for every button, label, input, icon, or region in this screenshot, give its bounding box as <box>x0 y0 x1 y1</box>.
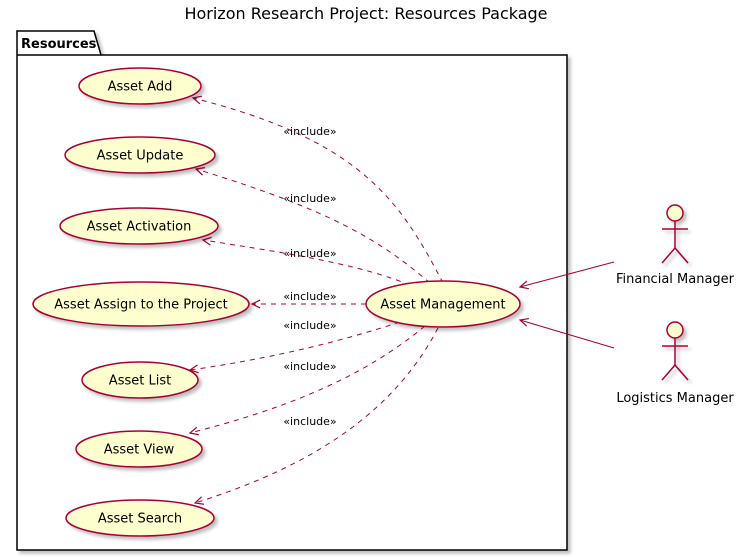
include-label: «include» <box>283 125 336 138</box>
package-label: Resources <box>21 37 97 52</box>
include-label: «include» <box>283 290 336 303</box>
diagram-title: Horizon Research Project: Resources Pack… <box>184 4 547 23</box>
include-label: «include» <box>283 247 336 260</box>
include-label: «include» <box>283 319 336 332</box>
include-edge-search: «include» <box>193 327 439 505</box>
arrowhead <box>191 95 202 105</box>
usecase-label: Asset Search <box>98 512 182 527</box>
arrowhead <box>201 236 212 246</box>
actor-figure-icon <box>661 321 689 381</box>
include-edge-add: «include» <box>191 95 444 284</box>
include-edge-update: «include» <box>194 167 431 284</box>
actor-label: Logistics Manager <box>616 391 734 406</box>
usecase-label: Asset List <box>109 374 171 389</box>
usecase-label: Asset View <box>104 443 175 458</box>
usecase-label: Asset Add <box>108 80 173 95</box>
usecase-search[interactable]: Asset Search <box>65 499 215 537</box>
include-label: «include» <box>283 360 336 373</box>
arrowhead <box>518 317 529 327</box>
association-line <box>519 319 615 349</box>
usecase-asset-management[interactable]: Asset Management <box>365 280 521 328</box>
usecase-label: Asset Management <box>380 298 505 313</box>
usecase-assign[interactable]: Asset Assign to the Project <box>32 281 250 327</box>
actor-logistics[interactable]: Logistics Manager <box>518 317 734 406</box>
usecase-list[interactable]: Asset List <box>81 361 199 399</box>
arrowhead <box>250 299 261 309</box>
usecase-activation[interactable]: Asset Activation <box>59 207 219 245</box>
actor-figure-icon <box>661 204 689 264</box>
usecase-update[interactable]: Asset Update <box>64 136 216 174</box>
include-edge-activation: «include» <box>201 236 411 286</box>
include-label: «include» <box>283 192 336 205</box>
arrowhead <box>194 167 205 176</box>
arrowhead <box>188 426 199 436</box>
usecase-label: Asset Update <box>97 149 184 164</box>
usecase-view[interactable]: Asset View <box>75 430 203 468</box>
association-line <box>519 261 615 288</box>
usecase-add[interactable]: Asset Add <box>78 67 202 105</box>
include-edge-view: «include» <box>188 325 426 436</box>
usecase-label: Asset Assign to the Project <box>54 298 227 313</box>
actor-label: Financial Manager <box>616 272 735 287</box>
edges: «include» «include» «include» «include» «inc… <box>188 95 444 505</box>
include-edge-assign: «include» <box>250 290 366 309</box>
include-label: «include» <box>283 415 336 428</box>
usecase-label: Asset Activation <box>87 220 192 235</box>
arrowhead <box>193 496 204 505</box>
actor-financial[interactable]: Financial Manager <box>518 204 735 290</box>
arrowhead <box>518 280 529 290</box>
